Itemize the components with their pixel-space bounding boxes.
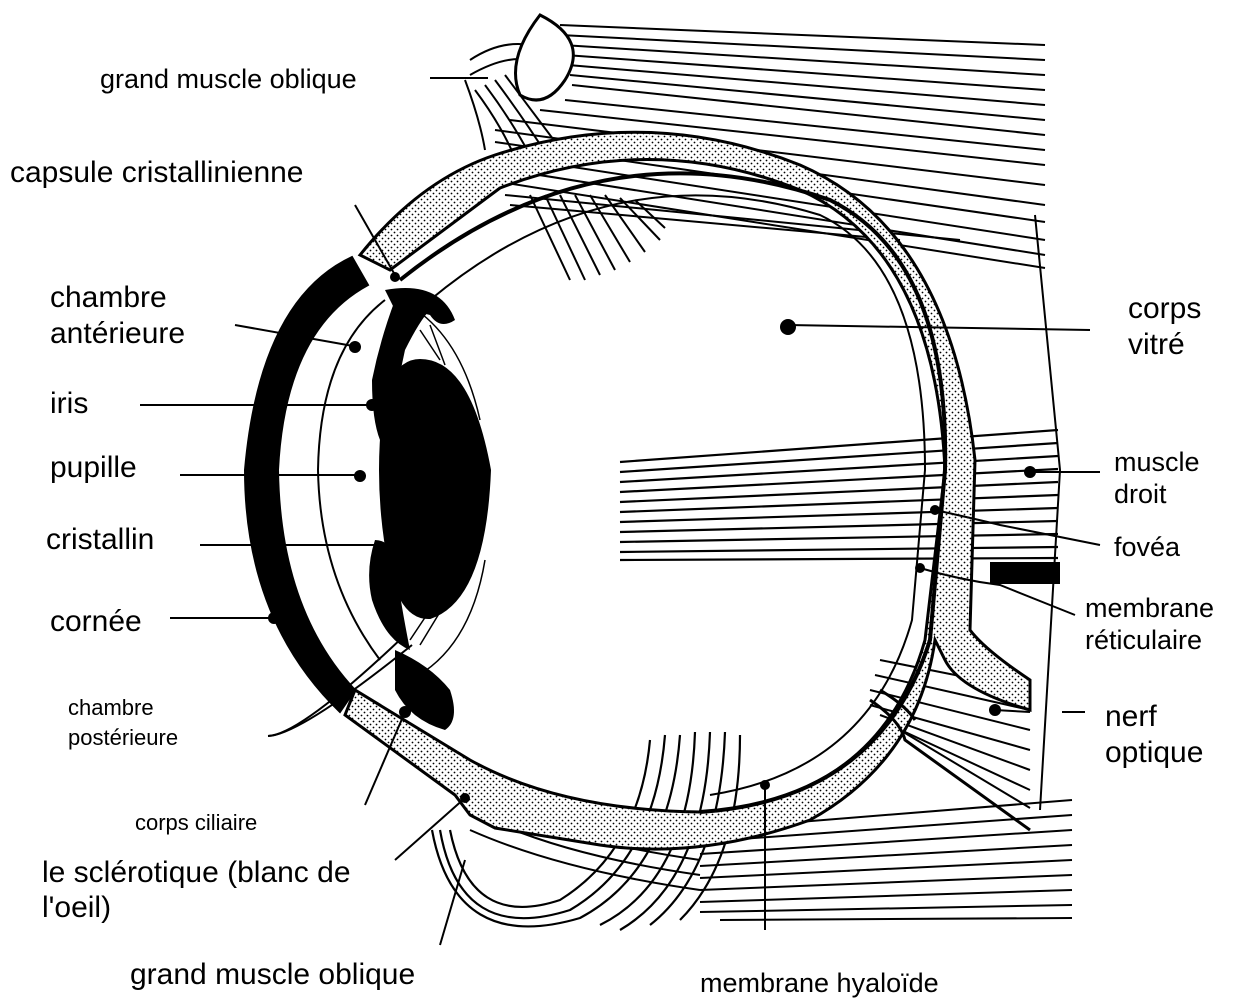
label-iris: iris: [50, 387, 88, 420]
retina-line: [430, 195, 925, 795]
rectus-muscle-end: [990, 562, 1060, 584]
label-pupille: pupille: [50, 451, 137, 484]
label-cornee: cornée: [50, 605, 142, 638]
label-nerf-optique-1: nerf: [1105, 700, 1157, 733]
label-grand-muscle-oblique-top: grand muscle oblique: [100, 64, 357, 94]
label-chambre-posterieure-1: chambre: [68, 695, 154, 720]
label-sclerotique-2: l'oeil): [42, 891, 111, 924]
label-cristallin: cristallin: [46, 523, 154, 556]
label-sclerotique-1: le sclérotique (blanc de: [42, 856, 351, 889]
label-chambre-posterieure-2: postérieure: [68, 725, 178, 750]
label-muscle-droit-1: muscle: [1114, 447, 1200, 477]
label-muscle-droit-2: droit: [1114, 479, 1167, 509]
label-nerf-optique-2: optique: [1105, 736, 1203, 769]
cornea: [245, 257, 368, 712]
rectus-muscle-fibres: [620, 430, 1058, 560]
trochlea: [516, 15, 574, 100]
label-membrane-hyaloide: membrane hyaloïde: [700, 968, 939, 998]
label-capsule-cristallinienne: capsule cristallinienne: [10, 156, 304, 189]
label-corps-vitre-2: vitré: [1128, 328, 1185, 361]
label-chambre-anterieure-1: chambre: [50, 281, 167, 314]
label-fovea: fovéa: [1114, 532, 1181, 562]
label-membrane-reticulaire-1: membrane: [1085, 593, 1214, 623]
label-corps-ciliaire: corps ciliaire: [135, 810, 257, 835]
label-grand-muscle-oblique-bottom: grand muscle oblique: [130, 958, 415, 991]
label-membrane-reticulaire-2: réticulaire: [1085, 625, 1202, 655]
lens: [380, 360, 490, 618]
label-chambre-anterieure-2: antérieure: [50, 317, 185, 350]
label-corps-vitre-1: corps: [1128, 292, 1201, 325]
